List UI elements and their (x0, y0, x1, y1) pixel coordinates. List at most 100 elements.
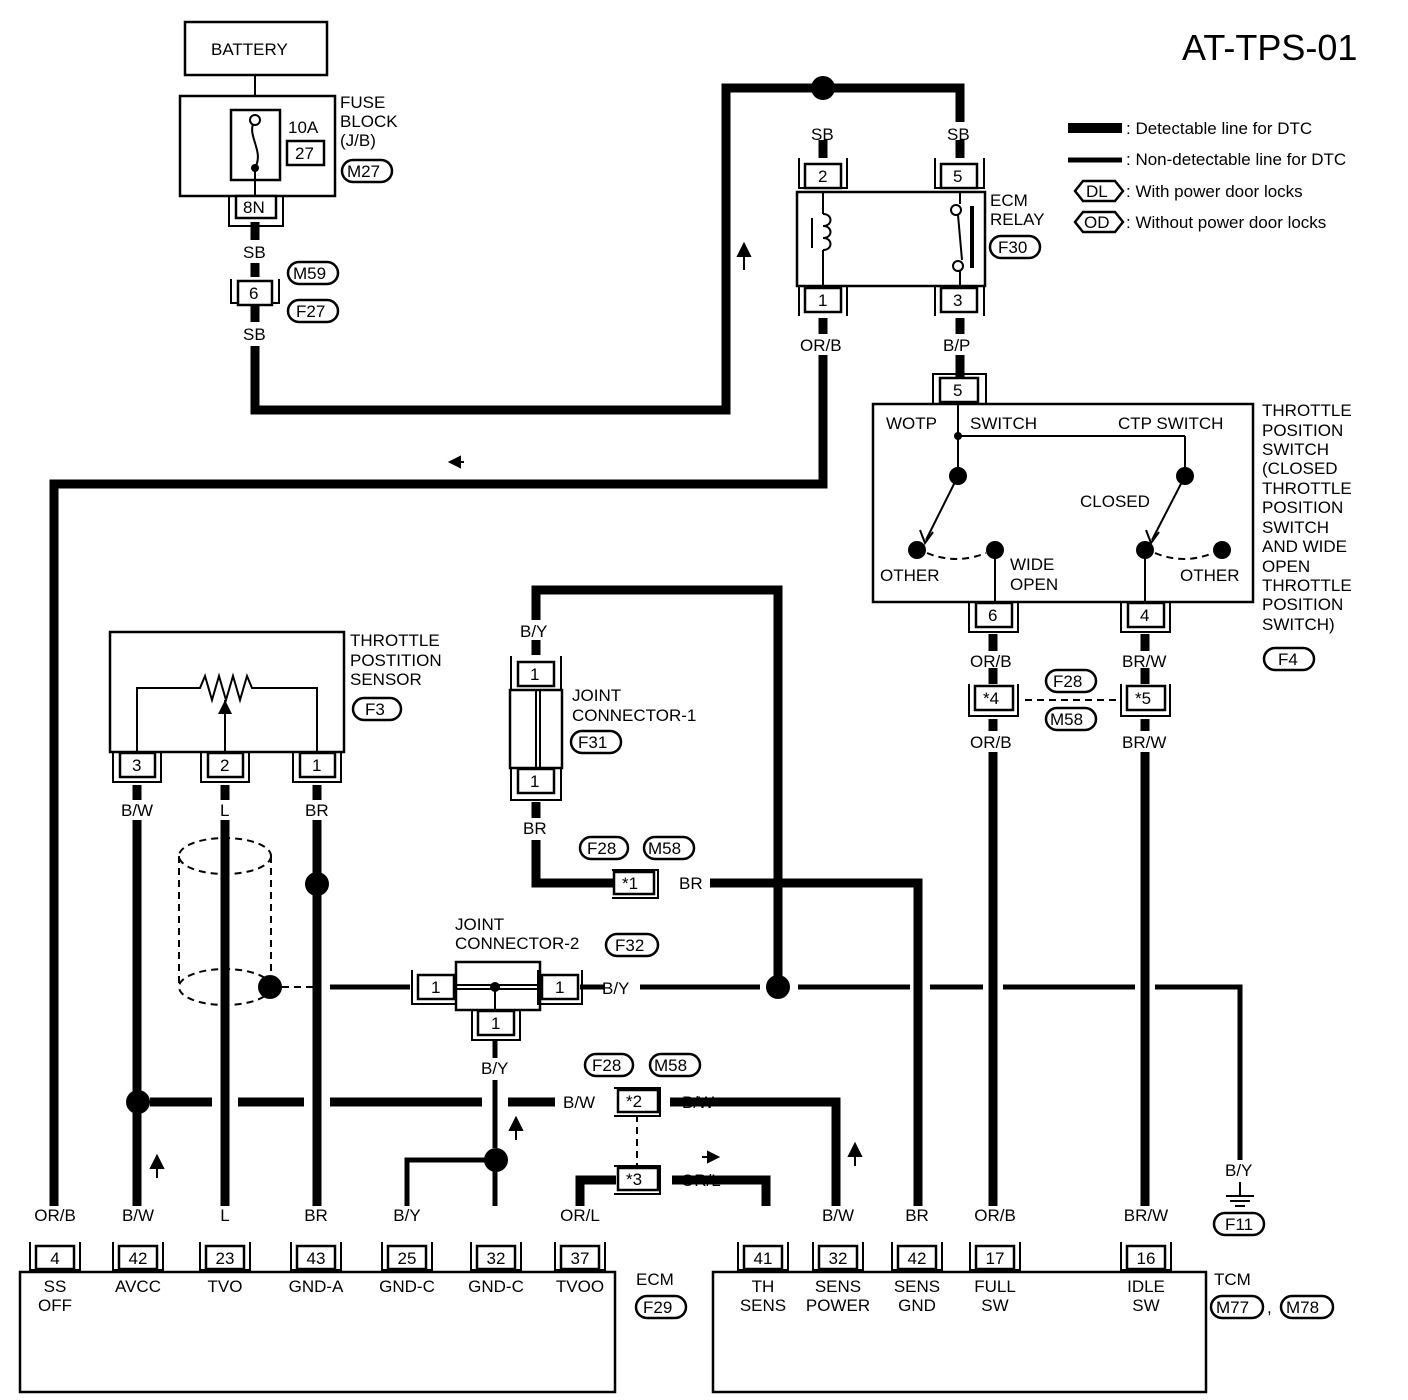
ecm-wire-label: L (220, 1206, 229, 1225)
ecm-connector: F29 (643, 1298, 672, 1317)
jc2-label-2: CONNECTOR-2 (455, 934, 579, 953)
ground-icon: F11 (1225, 1215, 1253, 1234)
battery-label: BATTERY (211, 40, 288, 59)
inline-45-m58: M58 (1050, 710, 1083, 729)
legend-detectable-text: : Detectable line for DTC (1126, 119, 1312, 138)
tps-other-right: OTHER (1180, 566, 1240, 585)
ecm-wire-label: BR (304, 1206, 328, 1225)
arrow-up-icon-2 (149, 1153, 165, 1178)
jc1-wire-br: BR (523, 819, 547, 838)
tps-pin-6: 6 (988, 606, 997, 625)
ecm-pin-number: 23 (216, 1249, 235, 1268)
fuse-harness-connector: SB 6 M59 F27 SB (230, 243, 340, 344)
tps-sensor-pin-2: 2 (220, 756, 229, 775)
svg-text:POSITION: POSITION (1262, 595, 1343, 614)
inline1-pin: *1 (622, 874, 638, 893)
wire-brw-top: BR/W (1122, 652, 1166, 671)
inline-connector-2-3: F28 M58 B/W *2 B/W *3 OR/L (563, 1052, 721, 1195)
legend-od-tag: OD (1084, 213, 1110, 232)
ecm-relay: SB SB 2 5 1 3 ECM RELAY F30 OR/B B/P (795, 76, 1045, 355)
svg-text:THROTTLE: THROTTLE (1262, 401, 1352, 420)
fuse-block-label-1: FUSE (340, 93, 385, 112)
ecm-terminal-name: TVO (208, 1277, 243, 1296)
flow-arrows (149, 241, 863, 1178)
relay-connector: F30 (998, 238, 1027, 257)
tps-sensor-label-2: POSTITION (350, 651, 442, 670)
inline1-wire-br: BR (679, 874, 703, 893)
tcm-terminals: 41THSENSB/W32SENSPOWERBR42SENSGNDOR/B17F… (737, 1206, 1172, 1315)
ecm-pin-number: 37 (571, 1249, 590, 1268)
ecm-terminal-name: GND-C (379, 1277, 435, 1296)
inline2-wire-bw-left: B/W (563, 1093, 595, 1112)
relay-label-2: RELAY (990, 210, 1045, 229)
jc1-label-2: CONNECTOR-1 (572, 706, 696, 725)
legend-non-detectable-text: : Non-detectable line for DTC (1126, 150, 1346, 169)
inline-pin-2: *2 (626, 1092, 642, 1111)
tps-sensor-label-1: THROTTLE (350, 631, 440, 650)
ecm-unit: ECM F29 (18, 1270, 688, 1394)
tcm-pin-number: 17 (986, 1249, 1005, 1268)
arrow-up-icon (736, 241, 752, 270)
svg-text:SWITCH: SWITCH (1262, 440, 1329, 459)
inline-connector-4-5: OR/B BR/W *4 *5 F28 M58 OR/B BR/W (968, 652, 1171, 752)
tps-wotp: WOTP (886, 414, 937, 433)
svg-text:THROTTLE: THROTTLE (1262, 576, 1352, 595)
tcm-connector-b: M78 (1286, 1298, 1319, 1317)
ecm-pin-number: 4 (50, 1249, 59, 1268)
inline-pin-4: *4 (983, 689, 999, 708)
tcm-terminal-name-2: POWER (806, 1296, 870, 1315)
legend-dl-text: : With power door locks (1126, 182, 1303, 201)
wire-orb-bottom: OR/B (970, 733, 1012, 752)
relay-wire-sb-5: SB (947, 125, 970, 144)
tps-closed: CLOSED (1080, 492, 1150, 511)
tcm-terminal-name-2: GND (898, 1296, 936, 1315)
inline1-m58: M58 (648, 839, 681, 858)
harness-conn-m59: M59 (293, 264, 326, 283)
ecm-pin-number: 25 (398, 1249, 417, 1268)
legend-dl-tag: DL (1086, 182, 1108, 201)
tcm-wire-label: B/W (822, 1206, 854, 1225)
svg-text:AND WIDE: AND WIDE (1262, 537, 1347, 556)
wire-sb-top: SB (243, 243, 266, 262)
arrow-up-icon-4 (847, 1141, 863, 1166)
tcm-wire-label: BR (905, 1206, 929, 1225)
wires (49, 75, 1243, 1206)
fuse-block-label-2: BLOCK (340, 112, 398, 131)
tps-pin-4: 4 (1140, 606, 1149, 625)
inline23-f28: F28 (592, 1056, 621, 1075)
ecm-terminal-name: GND-C (468, 1277, 524, 1296)
fuse-block-connector-tag (340, 158, 394, 184)
ecm-label: ECM (636, 1270, 674, 1289)
tcm-terminal-name-2: SW (981, 1296, 1008, 1315)
ecm-terminals: OR/B4SSOFFB/W42AVCCL23TVOBR43GND-AB/Y25G… (29, 1206, 606, 1315)
relay-pin-2: 2 (818, 167, 827, 186)
legend-od-text: : Without power door locks (1126, 213, 1326, 232)
jc1-label-1: JOINT (572, 686, 621, 705)
ecm-terminal-name: SS (44, 1277, 67, 1296)
jc2-pin-bottom: 1 (491, 1014, 500, 1033)
relay-pin-1: 1 (818, 291, 827, 310)
relay-pin-3: 3 (953, 291, 962, 310)
tps-sensor-wire-bw: B/W (121, 801, 153, 820)
inline2-wire-bw-right: B/W (682, 1093, 714, 1112)
arrow-up-icon-3 (508, 1115, 524, 1140)
throttle-position-sensor: THROTTLE POSTITION SENSOR F3 3 2 1 B/W L… (108, 630, 442, 896)
ecm-wire-label: OR/L (560, 1206, 600, 1225)
tcm-terminal-name: IDLE (1127, 1277, 1165, 1296)
jc2-pin-right: 1 (555, 978, 564, 997)
inline-pin-5: *5 (1135, 689, 1151, 708)
shield-wire-icon (178, 837, 282, 1006)
fuse-block: 10A 27 FUSE BLOCK (J/B) M27 8N (178, 93, 398, 227)
fuse-block-connector: M27 (347, 162, 380, 181)
tps-pin-5: 5 (953, 381, 962, 400)
arrow-right-icon (702, 1150, 721, 1164)
harness-conn-f27: F27 (296, 302, 325, 321)
svg-text:SWITCH): SWITCH) (1262, 615, 1335, 634)
tcm-pin-number: 16 (1137, 1249, 1156, 1268)
